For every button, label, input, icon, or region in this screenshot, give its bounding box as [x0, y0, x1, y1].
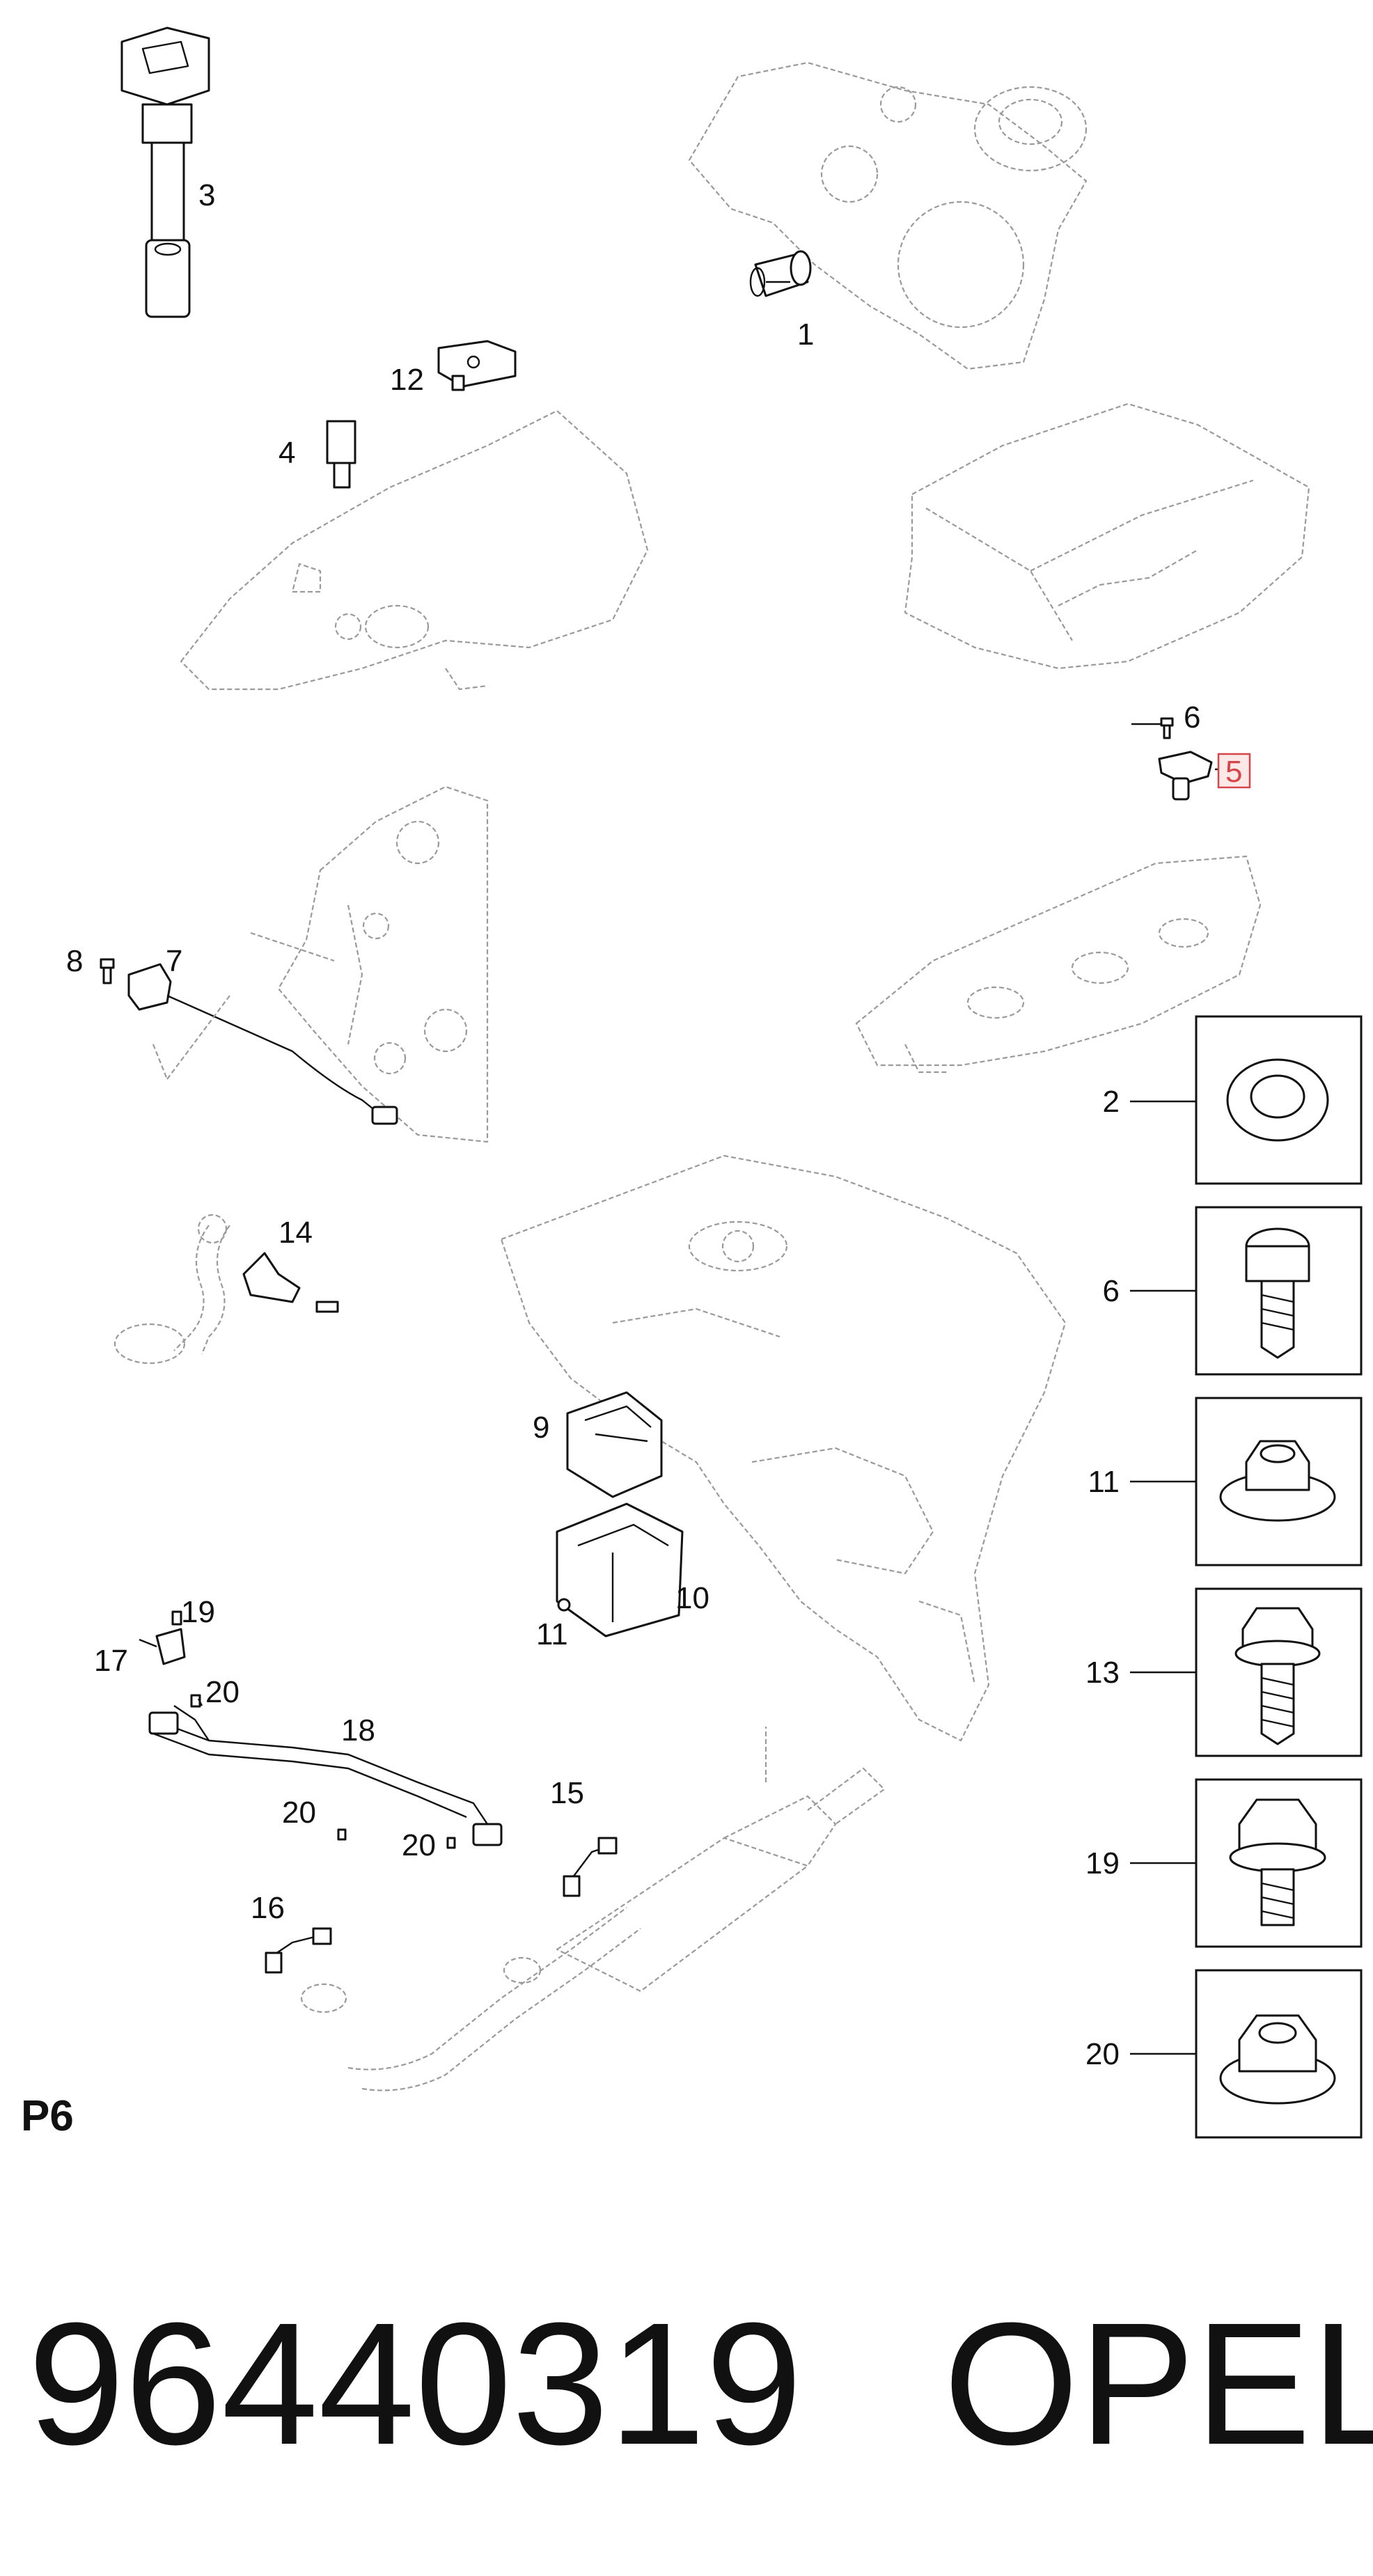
part-18-pressure-pipes[interactable]: [148, 1694, 503, 1849]
callout-12: 12: [390, 363, 424, 397]
legend-label-19: 19: [1085, 1846, 1120, 1880]
part-6-bolt-small[interactable]: [1160, 717, 1174, 739]
highlight-box-5: [1217, 753, 1251, 789]
part-5-camshaft-sensor[interactable]: [1158, 751, 1213, 801]
callout-19: 19: [181, 1595, 215, 1629]
callout-1: 1: [797, 317, 814, 352]
exhaust-pipe-drawing: [300, 1727, 886, 2091]
valve-cover-drawing: [855, 855, 1262, 1074]
callout-16: 16: [251, 1891, 285, 1925]
callout-5: 5: [1225, 755, 1242, 789]
legend-label-6: 6: [1103, 1274, 1120, 1308]
dashed-bracket: [152, 932, 335, 1080]
part-4-temp-sensor[interactable]: [326, 420, 356, 489]
callout-20a: 20: [205, 1675, 240, 1709]
oil-pan-drawing: [904, 402, 1310, 670]
brand-name: OPEL: [943, 2286, 1373, 2481]
part-number: 96440319: [28, 2286, 802, 2481]
callout-14: 14: [278, 1216, 313, 1250]
part-8-bolt[interactable]: [100, 958, 115, 984]
legend-label-20: 20: [1085, 2037, 1120, 2071]
callout-18: 18: [341, 1713, 375, 1748]
legend-item-2[interactable]: 2: [1103, 1015, 1363, 1185]
part-10-ecu-bracket[interactable]: [556, 1502, 684, 1638]
part-15-lambda-sensor[interactable]: [563, 1837, 618, 1897]
legend-item-13[interactable]: 13: [1085, 1587, 1363, 1757]
callouts: 1 3 12 4 6 5 8 7 14 9 10 11 19 17 20 18 …: [66, 178, 1251, 1925]
legend-column: 2 6 11 13: [1085, 1015, 1363, 2139]
callout-9: 9: [533, 1411, 549, 1445]
callout-11: 11: [536, 1617, 568, 1651]
part-11-nut-small[interactable]: [557, 1598, 571, 1612]
legend-item-19[interactable]: 19: [1085, 1778, 1363, 1948]
intake-manifold-drawing: [180, 409, 649, 691]
callout-10: 10: [675, 1581, 709, 1615]
cylinder-block-drawing: [277, 785, 489, 1143]
callout-20c: 20: [402, 1828, 436, 1862]
callout-20b: 20: [282, 1796, 316, 1830]
part-3-sensor[interactable]: [120, 26, 210, 318]
callout-6: 6: [1184, 700, 1200, 735]
callout-15: 15: [550, 1776, 584, 1810]
oil-pump-housing-drawing: [688, 61, 1088, 370]
callout-17: 17: [94, 1644, 128, 1678]
legend-label-11: 11: [1088, 1465, 1120, 1499]
callout-8: 8: [66, 944, 83, 978]
part-1-sensor[interactable]: [749, 250, 812, 297]
page-code: P6: [21, 2092, 74, 2140]
callout-4: 4: [278, 436, 295, 470]
part-7-crankshaft-sensor[interactable]: [127, 963, 398, 1125]
leader-lines: [139, 281, 1218, 2055]
legend-item-20[interactable]: 20: [1085, 1969, 1363, 2139]
legend-label-13: 13: [1085, 1656, 1120, 1690]
callout-3: 3: [198, 178, 215, 212]
part-9-ecu[interactable]: [566, 1391, 663, 1498]
part-19-bolt-small[interactable]: [171, 1610, 182, 1626]
part-14-bracket[interactable]: [242, 1252, 339, 1313]
engine-bay-structure-drawing: [500, 1154, 1067, 1742]
legend-item-6[interactable]: 6: [1103, 1206, 1363, 1376]
egr-tube-drawing: [113, 1214, 230, 1365]
legend-label-2: 2: [1103, 1085, 1120, 1119]
legend-item-11[interactable]: 11: [1088, 1397, 1363, 1566]
part-12-map-sensor[interactable]: [437, 340, 517, 391]
part-17-sensor[interactable]: [155, 1628, 186, 1665]
part-16-lambda-sensor[interactable]: [265, 1927, 332, 1974]
callout-7: 7: [166, 944, 182, 978]
